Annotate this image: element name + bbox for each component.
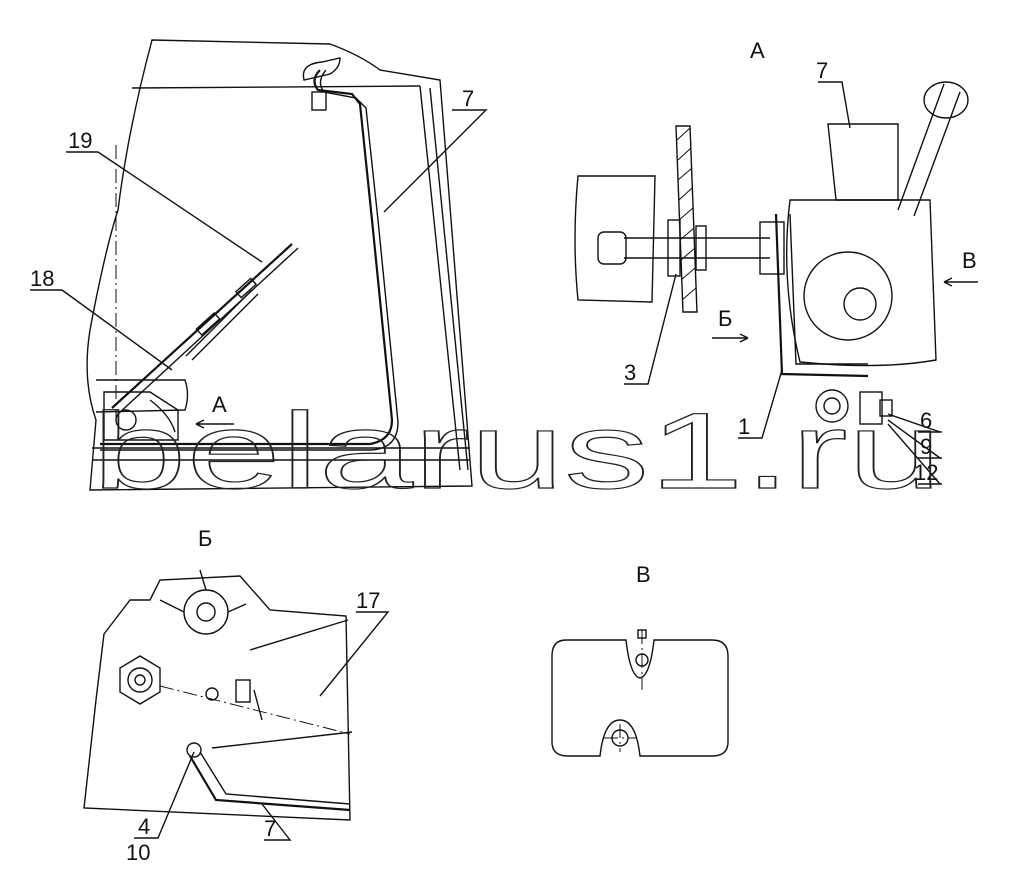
cab-window-view [86,39,473,491]
view-a-title: А [750,38,765,63]
view-a-arrow-label: А [212,392,227,417]
callout-18: 18 [30,266,54,291]
callout-17: 17 [356,588,380,613]
callout-1: 1 [738,414,750,439]
view-b [83,569,353,821]
view-v-arrow-label: В [962,248,977,273]
callout-6: 6 [920,408,932,433]
callout-4: 4 [138,814,150,839]
leader-lines [30,81,942,841]
callout-7-bottom: 7 [264,816,276,841]
callout-12: 12 [914,460,938,485]
callout-19: 19 [68,128,92,153]
view-b-title: Б [198,526,212,551]
callout-10: 10 [126,840,150,865]
view-v-title: В [636,562,651,587]
callout-9: 9 [920,434,932,459]
callout-7-view-a: 7 [816,58,828,83]
view-arrows [195,277,978,429]
view-a [574,81,969,425]
callout-3: 3 [624,360,636,385]
view-b-arrow-label: Б [718,306,732,331]
view-v [551,629,729,757]
watermark: belarus1.ru [92,390,942,511]
callout-7-main: 7 [462,86,474,111]
